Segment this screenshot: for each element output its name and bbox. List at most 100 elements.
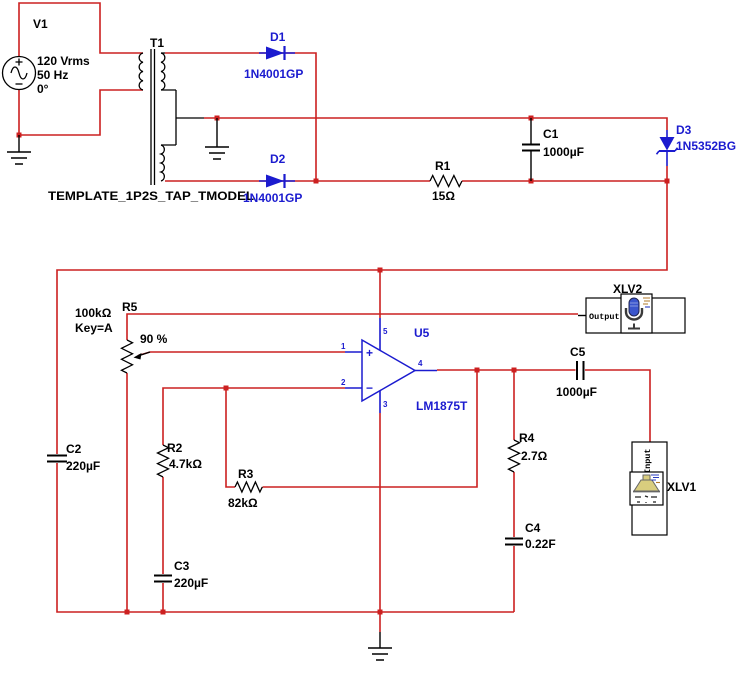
diode-triangle <box>266 46 284 60</box>
mic-capsule <box>628 297 640 317</box>
c4-value-label[interactable]: 0.22F <box>525 537 556 551</box>
ground-symbol[interactable] <box>7 135 31 165</box>
wire-center-tap-rail[interactable] <box>204 117 668 130</box>
core-lines <box>150 49 156 185</box>
d2-ref-label[interactable]: D2 <box>270 152 286 166</box>
resistor-r1[interactable]: R1 15Ω <box>429 159 463 203</box>
d2-part-label[interactable]: 1N4001GP <box>243 191 302 205</box>
r3-value-label[interactable]: 82kΩ <box>228 496 258 510</box>
v1-voltage-label[interactable]: 120 Vrms <box>37 54 90 68</box>
r3-ref-label[interactable]: R3 <box>238 467 254 481</box>
instrument-xlv1-speaker[interactable]: Input XLV1 <box>629 441 696 536</box>
sine-mark <box>10 66 28 80</box>
ground-symbol[interactable] <box>368 632 392 661</box>
transformer-t1[interactable]: T1 TEMPLATE_1P2S_TAP_TMODEL <box>48 36 254 203</box>
resistor-r4[interactable]: R4 2.7Ω <box>507 431 548 473</box>
xlv1-ref-label[interactable]: XLV1 <box>667 480 696 494</box>
c1-value-label[interactable]: 1000µF <box>543 145 584 159</box>
wire-primary-top[interactable] <box>18 2 143 57</box>
wire-feedback[interactable] <box>262 370 478 488</box>
xlv2-ref-label[interactable]: XLV2 <box>613 282 642 296</box>
potentiometer-r5[interactable]: 100kΩ R5 Key=A 90 % <box>75 300 168 374</box>
junction-dot <box>223 385 229 391</box>
junction-dot <box>377 267 383 273</box>
diode-d2[interactable]: D2 1N4001GP <box>243 152 302 205</box>
resistor-r2[interactable]: R2 4.7kΩ <box>156 441 203 478</box>
r4-value-label[interactable]: 2.7Ω <box>521 449 548 463</box>
r5-key-label[interactable]: Key=A <box>75 321 113 335</box>
wire-inv-input[interactable] <box>162 387 345 445</box>
capacitor-c2[interactable]: C2 220µF <box>47 442 100 473</box>
v1-frequency-label[interactable]: 50 Hz <box>37 68 68 82</box>
capacitor-c5[interactable]: C5 1000µF <box>556 345 597 399</box>
d1-ref-label[interactable]: D1 <box>270 30 286 44</box>
c5-ref-label[interactable]: C5 <box>570 345 586 359</box>
opamp-triangle <box>361 338 417 403</box>
capacitor-c4[interactable]: C4 0.22F <box>505 521 556 551</box>
c1-ref-label[interactable]: C1 <box>543 127 559 141</box>
v1-phase-label[interactable]: 0° <box>37 82 49 96</box>
resistor-zigzag <box>429 174 463 188</box>
c2-ref-label[interactable]: C2 <box>66 442 82 456</box>
cap-plates <box>576 361 585 380</box>
junction-dot <box>124 609 130 615</box>
r5-ref-label[interactable]: R5 <box>122 300 138 314</box>
zener-d3[interactable]: D3 1N5352BG <box>655 123 737 166</box>
mic-stand <box>628 323 640 330</box>
resistor-zigzag <box>507 439 521 473</box>
wire-vplus-rail[interactable] <box>56 166 668 454</box>
wire-c5-to-speaker[interactable] <box>585 369 651 442</box>
horn-knob <box>642 474 651 481</box>
r4-ref-label[interactable]: R4 <box>519 431 535 445</box>
source-circle <box>1 55 37 91</box>
wire-inv-branch-r3[interactable] <box>225 388 235 488</box>
c3-ref-label[interactable]: C3 <box>174 559 190 573</box>
secondary-coil-bottom <box>158 144 165 182</box>
ac-source-v1[interactable]: V1 120 Vrms 50 Hz 0° <box>1 17 91 96</box>
opamp-minus-mark: − <box>366 381 373 395</box>
c5-value-label[interactable]: 1000µF <box>556 385 597 399</box>
wire-wiper-to-noninv[interactable] <box>137 351 345 357</box>
v1-ref-label[interactable]: V1 <box>33 17 48 31</box>
resistor-r3[interactable]: R3 82kΩ <box>228 467 263 510</box>
u5-part-label[interactable]: LM1875T <box>416 399 468 413</box>
mic-vi-glyph <box>643 297 650 305</box>
wire-left-rail-bottom-bus[interactable] <box>56 463 514 613</box>
t1-model-label[interactable]: TEMPLATE_1P2S_TAP_TMODEL <box>48 189 254 203</box>
r2-value-label[interactable]: 4.7kΩ <box>169 457 202 471</box>
wire-secondary-top-d1[interactable] <box>165 52 317 181</box>
c4-ref-label[interactable]: C4 <box>525 521 541 535</box>
opamp-u5[interactable]: + − 1 2 5 3 4 U5 LM1875T <box>341 318 468 413</box>
diode-d1[interactable]: D1 1N4001GP <box>244 30 303 81</box>
d3-part-label[interactable]: 1N5352BG <box>676 139 736 153</box>
xlv1-terminal-label: Input <box>643 448 653 474</box>
t1-ref-label[interactable]: T1 <box>150 36 164 50</box>
junction-dot <box>511 367 517 373</box>
junction-dot <box>377 609 383 615</box>
capacitor-c1[interactable]: C1 1000µF <box>522 118 584 181</box>
junction-dot <box>664 178 670 184</box>
ground-symbol[interactable] <box>205 118 229 160</box>
u5-ref-label[interactable]: U5 <box>414 326 430 340</box>
c3-value-label[interactable]: 220µF <box>174 576 208 590</box>
wire-primary-bottom[interactable] <box>18 89 143 136</box>
cap-plates <box>522 143 540 152</box>
r1-value-label[interactable]: 15Ω <box>432 189 455 203</box>
d3-ref-label[interactable]: D3 <box>676 123 692 137</box>
xlv2-terminal-label: Output <box>589 312 620 322</box>
c2-value-label[interactable]: 220µF <box>66 459 100 473</box>
capacitor-c3[interactable]: C3 220µF <box>154 559 208 590</box>
r1-ref-label[interactable]: R1 <box>435 159 451 173</box>
instrument-xlv2-microphone[interactable]: Output XLV2 <box>578 282 686 334</box>
pin-number-1: 1 <box>341 342 346 351</box>
cap-plates <box>47 454 67 463</box>
r5-position-label[interactable]: 90 % <box>140 332 168 346</box>
d1-part-label[interactable]: 1N4001GP <box>244 67 303 81</box>
wire-mic-to-pot[interactable] <box>126 313 578 340</box>
r2-ref-label[interactable]: R2 <box>167 441 183 455</box>
mic-holder <box>624 308 644 321</box>
resistor-zigzag <box>156 444 170 478</box>
speaker-vi-glyph <box>651 474 659 481</box>
r5-value-label[interactable]: 100kΩ <box>75 306 112 320</box>
